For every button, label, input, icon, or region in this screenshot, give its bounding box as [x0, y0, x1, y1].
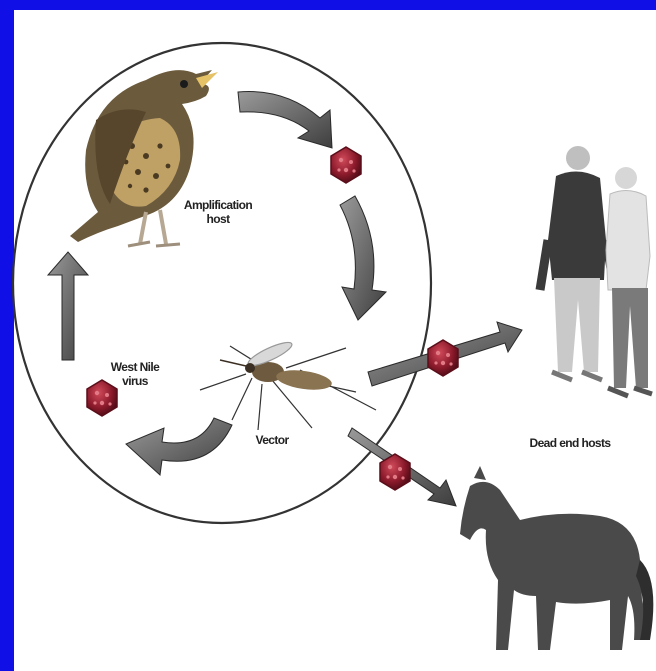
cycle-arrow-bottom [126, 418, 232, 475]
virus-particle-humans [428, 340, 458, 376]
mosquito-illustration [200, 338, 376, 430]
virus-particle-top [331, 147, 361, 183]
humans-illustration [540, 146, 652, 396]
cycle-arrow-top [238, 92, 332, 148]
label-dead-end-hosts: Dead end hosts [508, 436, 632, 450]
label-vector: Vector [244, 433, 300, 447]
cycle-arrow-left [48, 252, 88, 360]
horse-illustration [460, 466, 653, 650]
label-west-nile-virus: West Nile virus [100, 360, 170, 388]
cycle-arrow-right [340, 196, 386, 320]
label-amplification-host: Amplification host [172, 198, 264, 226]
